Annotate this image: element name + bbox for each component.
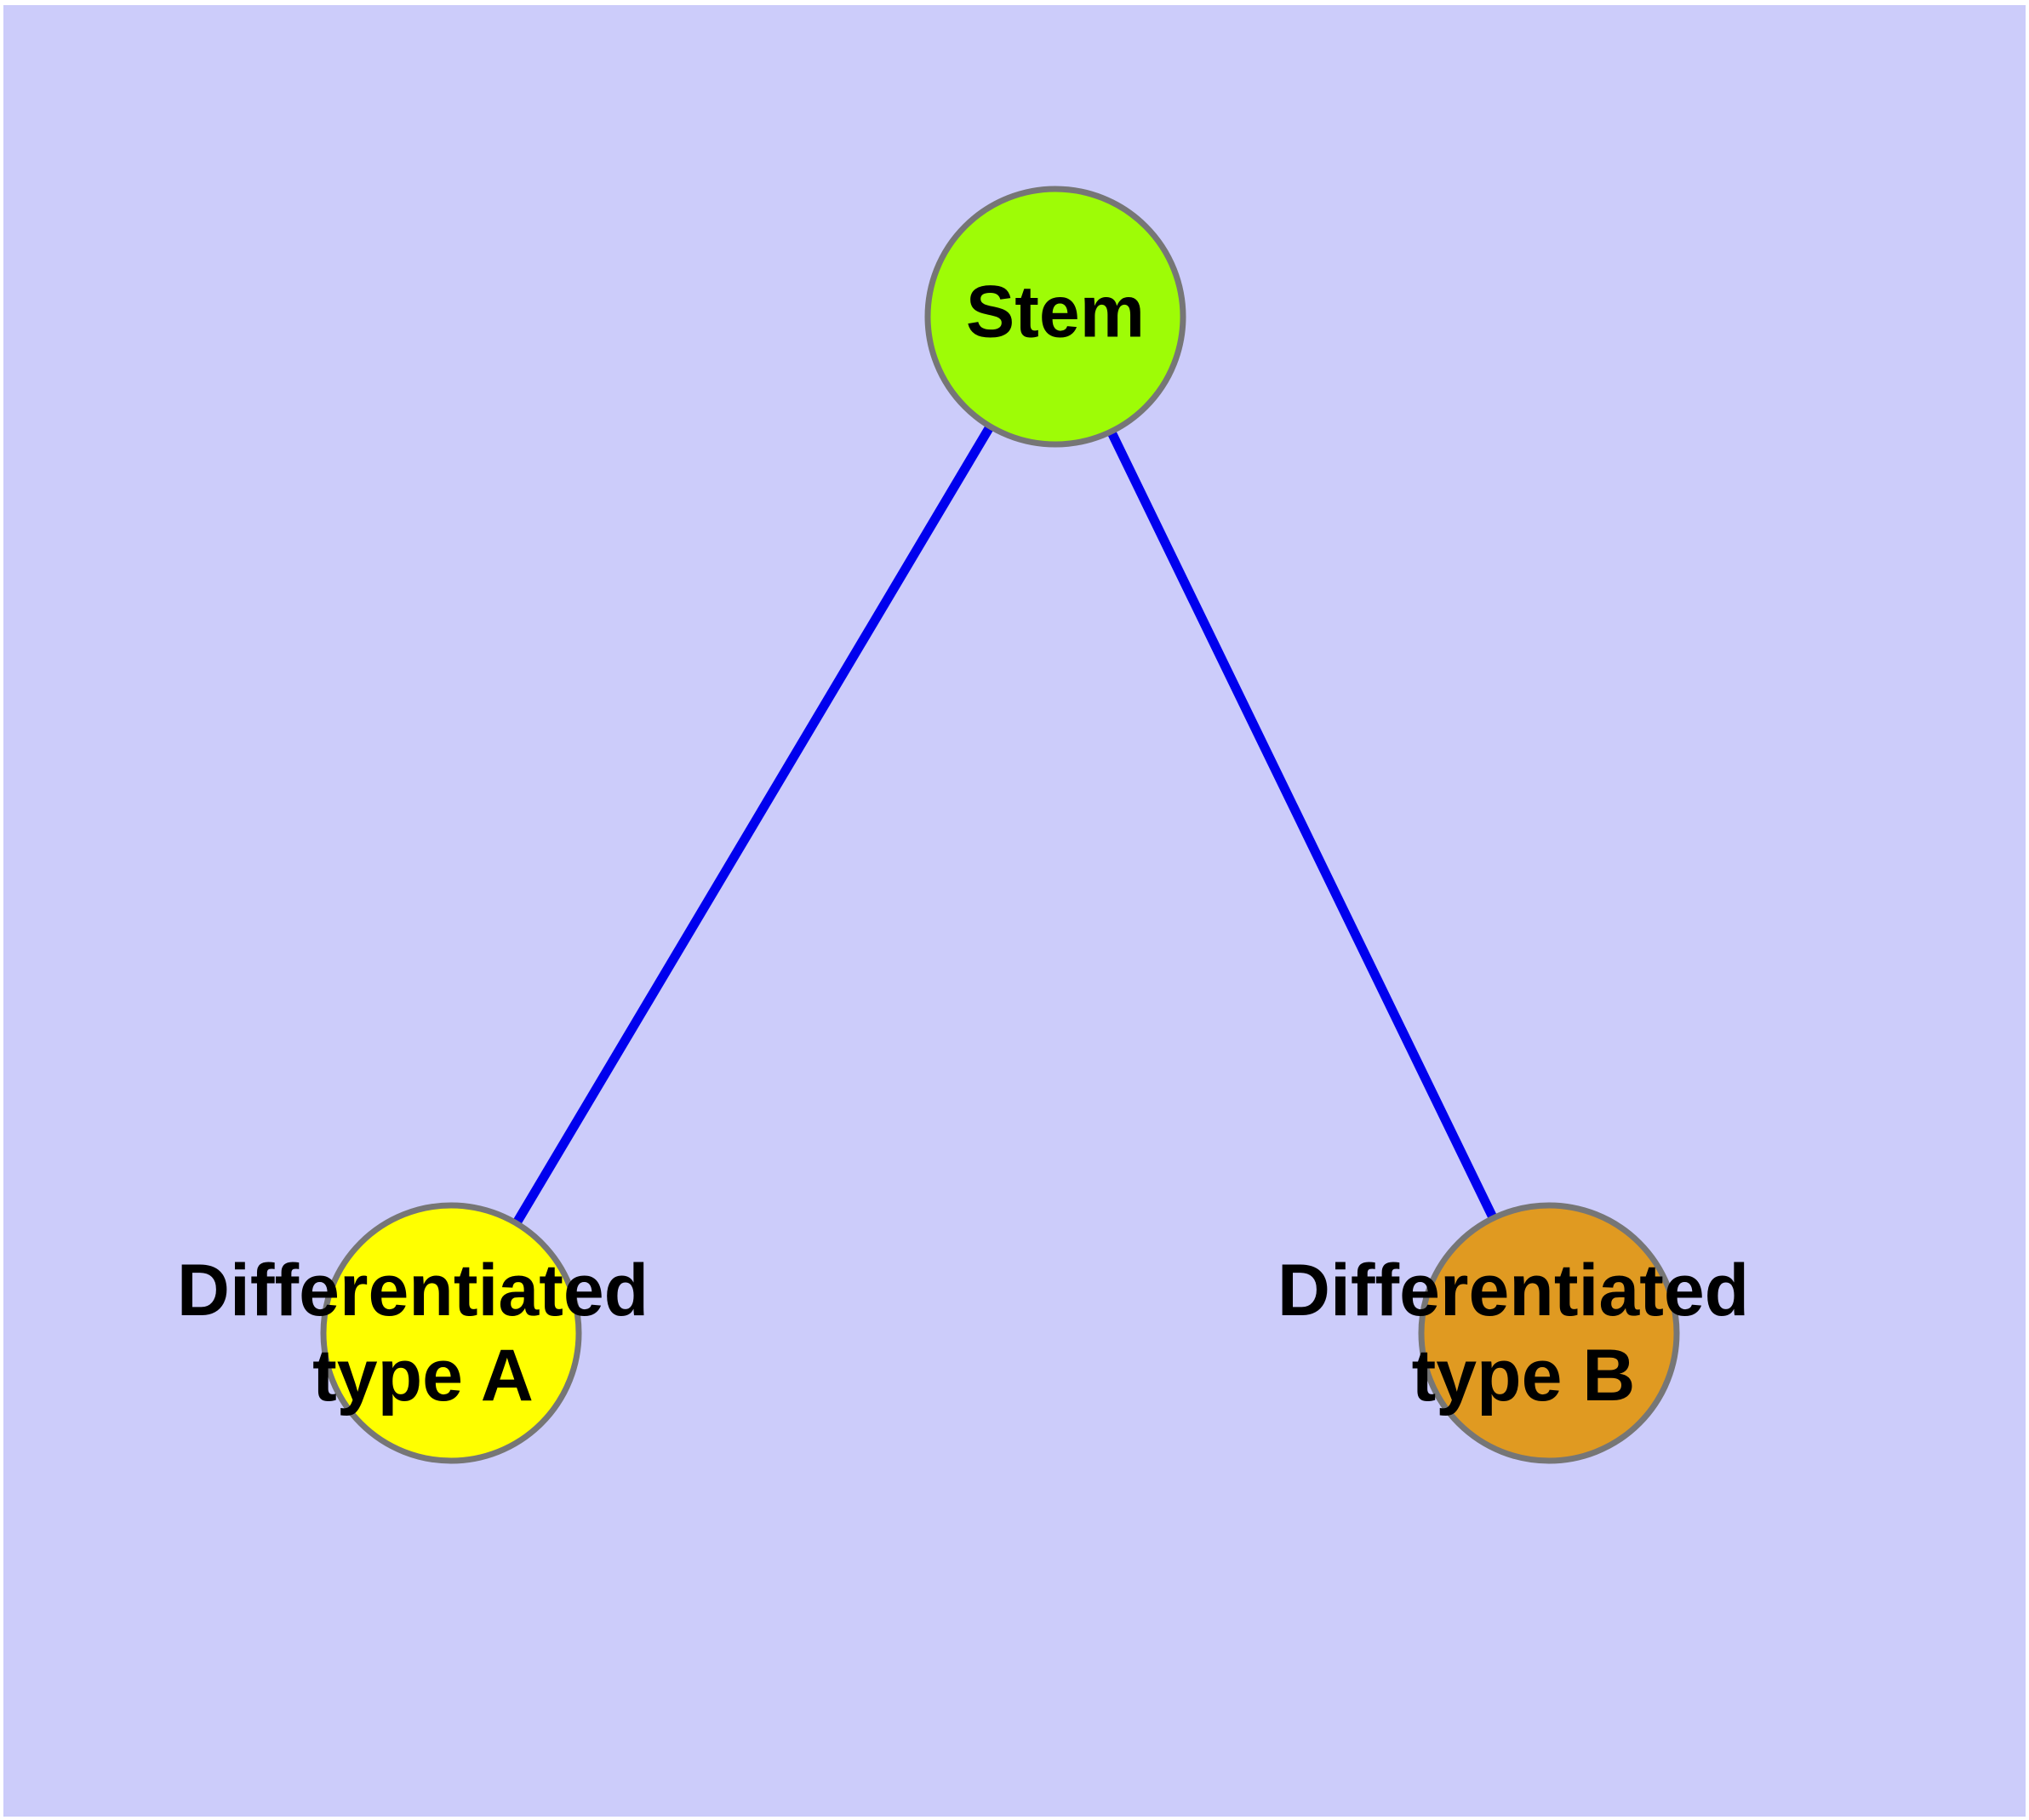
node-label-differentiated-type-a: Differentiated type A — [177, 1250, 669, 1417]
node-label-a-line-2: type A — [312, 1335, 534, 1417]
node-stem[interactable] — [924, 186, 1186, 448]
node-label-a-line-1: Differentiated — [177, 1250, 649, 1331]
node-label-stem: Stem — [966, 272, 1145, 353]
edge-stem-to-differentiated-type-a[interactable] — [447, 314, 1060, 1336]
node-label-b-line-1: Differentiated — [1277, 1250, 1749, 1331]
node-label-b-line-2: type B — [1412, 1335, 1636, 1417]
edge-stem-to-differentiated-type-b[interactable] — [1051, 314, 1553, 1336]
node-differentiated-type-b[interactable] — [1418, 1202, 1680, 1464]
node-layer — [320, 186, 1680, 1464]
edge-layer — [447, 314, 1553, 1336]
node-label-layer: Stem Differentiated type A Differentiate… — [177, 272, 1769, 1417]
node-label-differentiated-type-b: Differentiated type B — [1277, 1250, 1769, 1417]
node-differentiated-type-a[interactable] — [320, 1202, 582, 1464]
